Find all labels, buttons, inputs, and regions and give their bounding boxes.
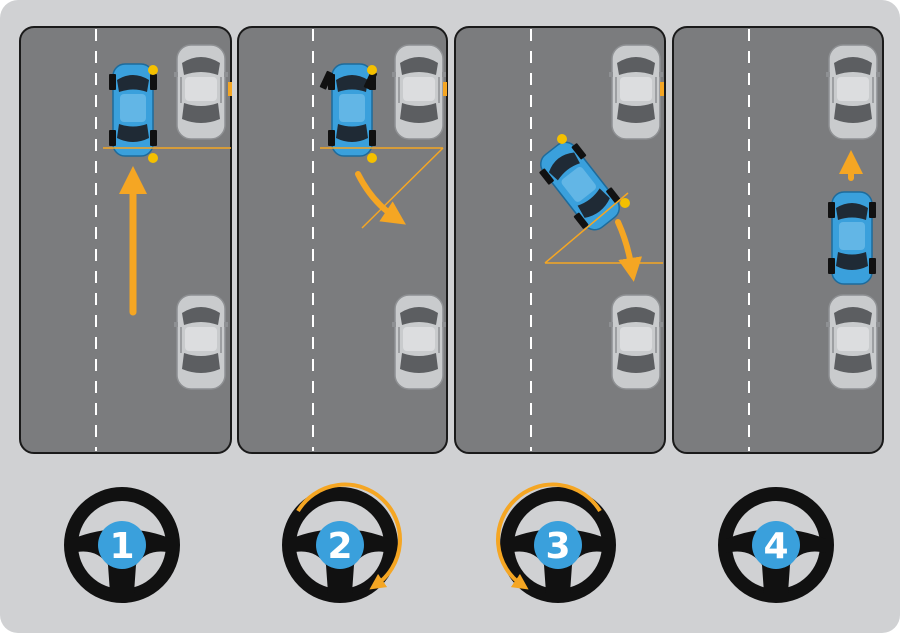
road-panel-4 xyxy=(673,27,883,453)
step-number: 4 xyxy=(763,526,788,567)
parked-car-rear xyxy=(609,295,663,389)
pivot-marker xyxy=(367,153,377,163)
parked-car-indicator xyxy=(660,82,664,96)
parked-car-indicator xyxy=(443,82,447,96)
parked-car-rear xyxy=(392,295,446,389)
parked-car-front xyxy=(609,45,663,139)
pivot-marker xyxy=(620,198,630,208)
parked-car-front xyxy=(826,45,880,139)
active-car xyxy=(109,64,157,156)
pivot-marker xyxy=(557,134,567,144)
parked-car-front xyxy=(174,45,228,139)
road-panel-1 xyxy=(20,27,232,453)
pivot-marker xyxy=(148,153,158,163)
step-number: 3 xyxy=(545,526,570,567)
road-panel-2 xyxy=(238,27,447,453)
parked-car-rear xyxy=(826,295,880,389)
step-number: 2 xyxy=(327,526,352,567)
road-panel-3 xyxy=(455,27,665,453)
parked-car-front xyxy=(392,45,446,139)
step-number: 1 xyxy=(109,526,134,567)
pivot-marker xyxy=(367,65,377,75)
pivot-marker xyxy=(148,65,158,75)
parked-car-indicator xyxy=(228,82,232,96)
active-car xyxy=(828,192,876,284)
parked-car-rear xyxy=(174,295,228,389)
